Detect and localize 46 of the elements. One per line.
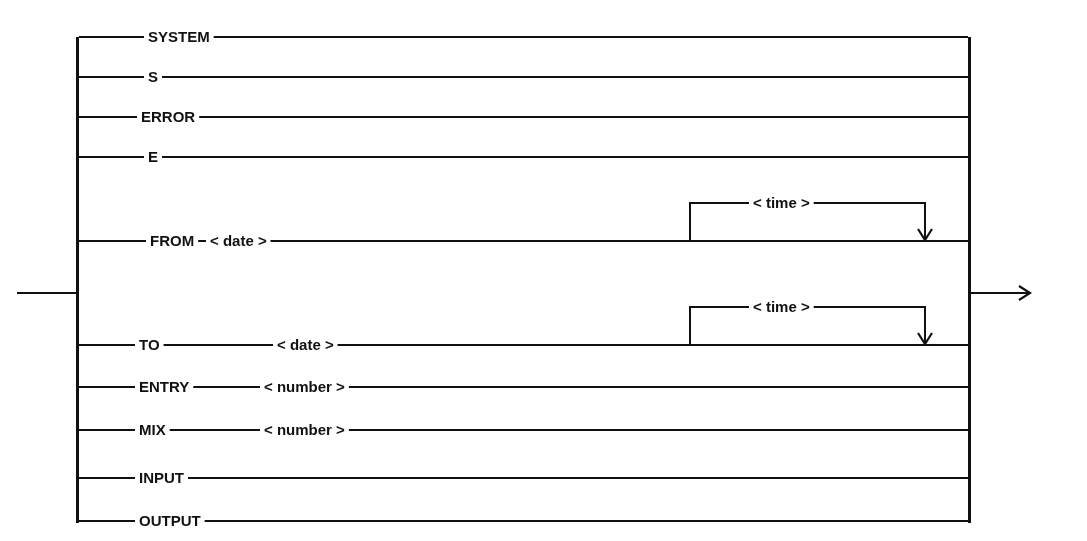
connector-line <box>16 292 77 294</box>
connector-line <box>78 156 145 158</box>
parameter: < time > <box>749 296 814 318</box>
parameter: < number > <box>260 376 349 398</box>
connector-line <box>198 116 969 118</box>
arrow <box>812 306 934 346</box>
parameter: < time > <box>749 192 814 214</box>
connector-line <box>347 386 969 388</box>
connector-line <box>161 76 969 78</box>
connector-line <box>78 116 138 118</box>
connector-line <box>336 306 750 346</box>
connector-line <box>78 344 136 346</box>
connector-line <box>192 386 261 388</box>
connector-line <box>78 36 145 38</box>
connector-line <box>347 429 969 431</box>
connector-line <box>197 240 207 242</box>
connector-line <box>269 202 750 242</box>
keyword: S <box>144 66 162 88</box>
keyword: MIX <box>135 419 170 441</box>
keyword: ERROR <box>137 106 200 128</box>
keyword: E <box>144 146 162 168</box>
connector-line <box>162 344 274 346</box>
connector-line <box>78 76 145 78</box>
keyword: SYSTEM <box>144 26 214 48</box>
connector-line <box>78 477 136 479</box>
keyword: OUTPUT <box>135 510 205 532</box>
parameter: < number > <box>260 419 349 441</box>
keyword: INPUT <box>135 467 188 489</box>
connector-line <box>161 156 969 158</box>
keyword: FROM <box>146 230 199 252</box>
connector-line <box>78 240 147 242</box>
connector-line <box>187 477 969 479</box>
keyword: TO <box>135 334 164 356</box>
connector-line <box>212 36 969 38</box>
connector-line <box>78 520 136 522</box>
connector-line <box>168 429 261 431</box>
arrow <box>812 202 934 242</box>
parameter: < date > <box>206 230 271 252</box>
keyword: ENTRY <box>135 376 194 398</box>
junction-bar <box>968 37 971 523</box>
connector-line <box>203 520 969 522</box>
connector-line <box>78 386 136 388</box>
parameter: < date > <box>273 334 338 356</box>
connector-line <box>78 429 136 431</box>
junction-bar <box>76 37 79 523</box>
arrow <box>970 284 1032 302</box>
